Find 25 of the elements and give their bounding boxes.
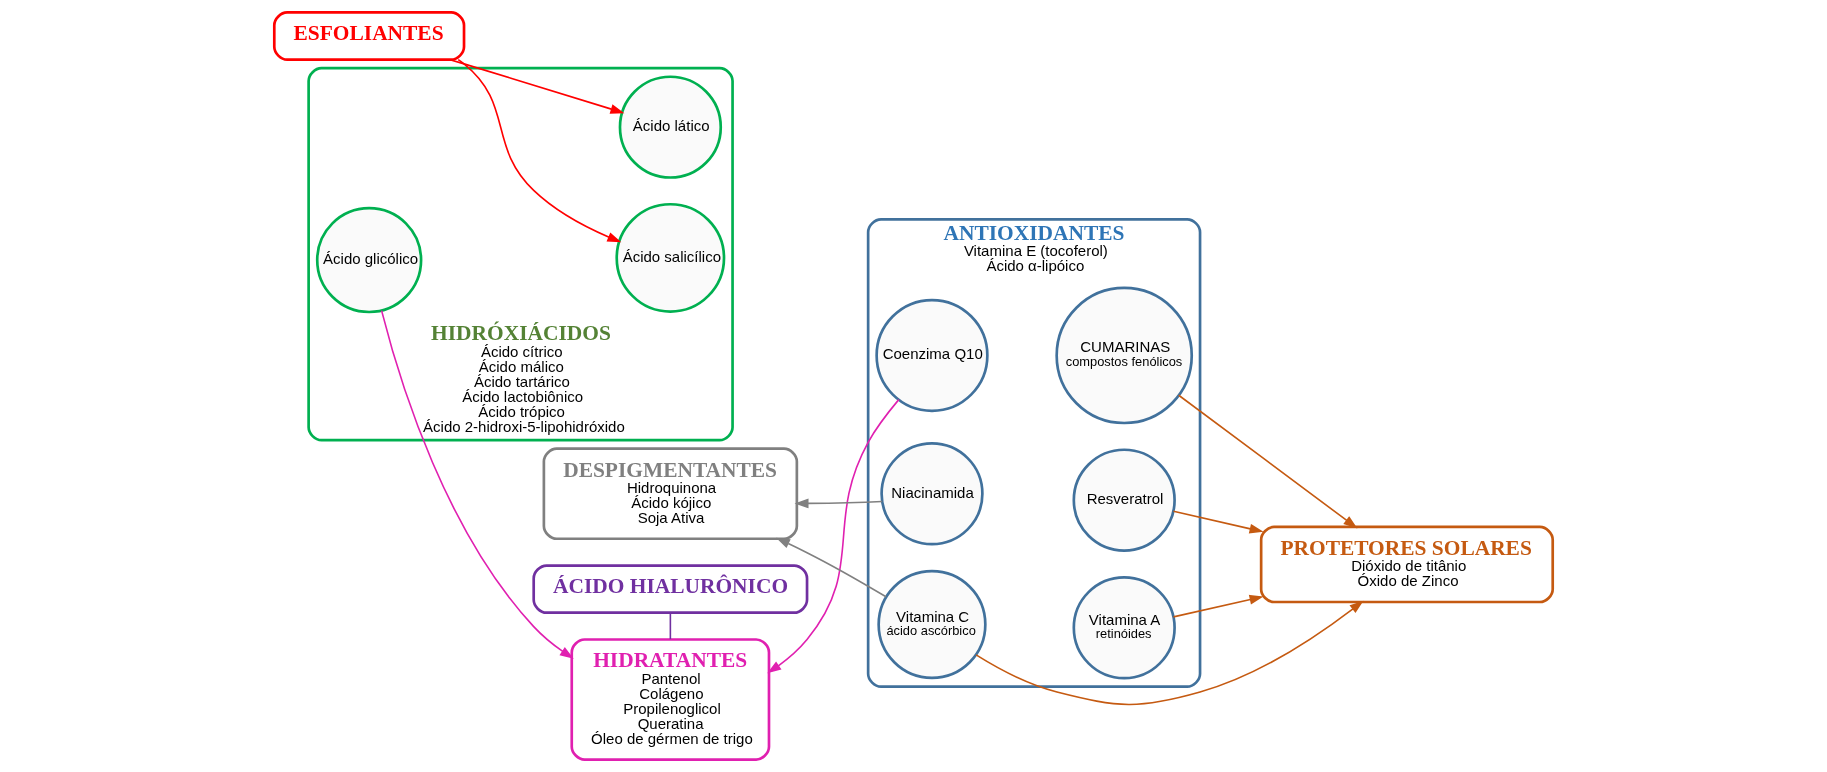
node-circle: Coenzima Q10	[875, 298, 989, 413]
node-circle: Resveratrol	[1072, 448, 1176, 552]
arrow	[975, 600, 1364, 706]
node-box: ESFOLIANTES	[272, 11, 466, 61]
arrow	[457, 58, 622, 243]
node-circle: CUMARINAS compostos fenólicos	[1055, 286, 1194, 425]
arrow	[776, 537, 887, 598]
node-circle: Ácido salicílico	[615, 202, 726, 313]
arrow	[794, 498, 883, 509]
arrow	[380, 309, 574, 659]
arrow	[767, 398, 900, 674]
node-box: HIDRATANTES Pantenol Colágeno Propilenoglicol Queratina Óleo de gérmen de trigo	[570, 638, 771, 761]
connector	[669, 612, 672, 640]
node-circle: Vitamina A retinóides	[1072, 576, 1176, 680]
node-circle: Niacinamida	[880, 442, 984, 546]
node-circle: Ácido lático	[618, 75, 723, 179]
node-circle: Vitamina C ácido ascórbico	[877, 569, 987, 680]
arrow	[1172, 594, 1264, 618]
node-box: PROTETORES SOLARES Dióxido de titânio Óxido de Zinco	[1259, 525, 1555, 604]
node-box: DESPIGMENTANTES Hidroquinona Ácido kójico Soja Ativa	[542, 447, 799, 541]
arrow	[449, 58, 625, 114]
arrow	[1177, 394, 1358, 529]
node-circle: Ácido glicólico	[315, 206, 423, 314]
arrow	[1172, 510, 1264, 534]
node-box: ÁCIDO HIALURÔNICO	[532, 564, 809, 615]
